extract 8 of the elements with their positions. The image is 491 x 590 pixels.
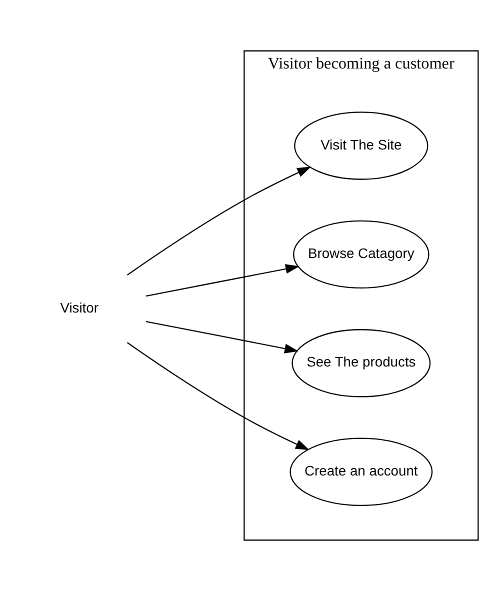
arrow bbox=[126, 342, 310, 450]
node-ellipse: Browse Catagory bbox=[293, 220, 430, 288]
node-ellipse: Visit The Site bbox=[294, 111, 428, 180]
node-ellipse: See The products bbox=[292, 328, 431, 397]
arrow bbox=[127, 166, 312, 275]
node-text: Visitor bbox=[60, 298, 98, 315]
arrow bbox=[146, 264, 300, 296]
arrow bbox=[146, 320, 299, 353]
